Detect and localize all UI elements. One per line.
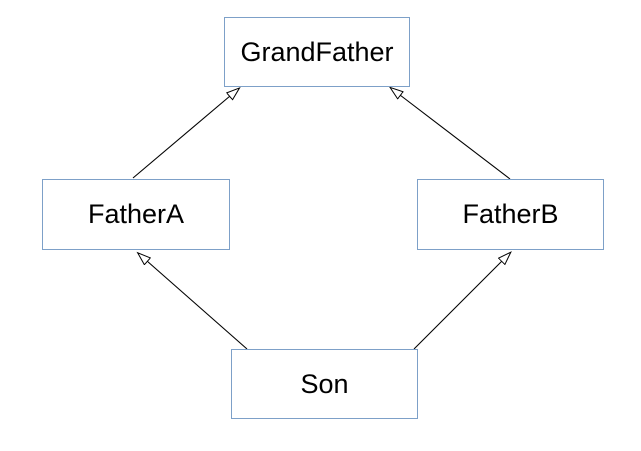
edge-fatherA-to-grandfather [132,96,230,179]
node-grandfather: GrandFather [224,17,410,87]
edge-son-to-fatherA [147,261,248,350]
node-grandfather-label: GrandFather [240,36,394,67]
node-fatherA-label: FatherA [87,199,185,229]
node-fatherB-label: FatherB [462,199,559,229]
node-son-label: Son [300,368,349,399]
node-fatherB: FatherB [417,179,604,250]
node-fatherA: FatherA [42,179,230,250]
edge-son-to-fatherB [413,261,502,350]
edge-fatherB-to-grandfather [400,95,511,180]
node-son: Son [231,349,418,419]
